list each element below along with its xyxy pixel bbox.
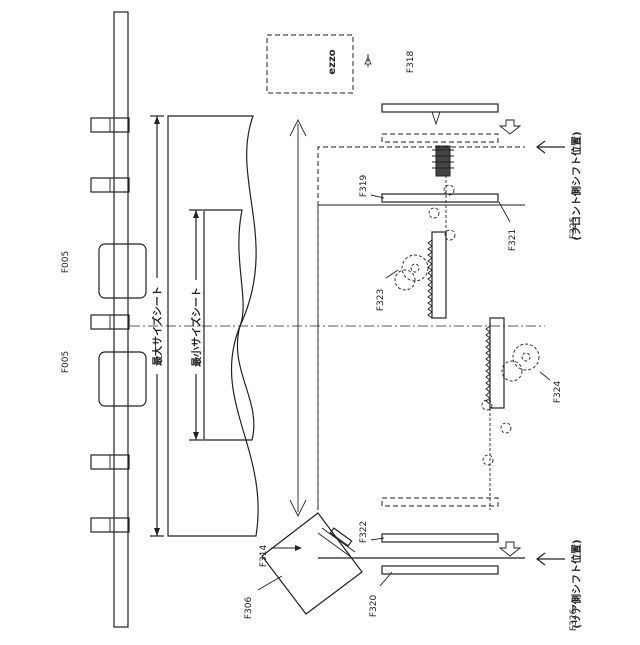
- roller-pair: [91, 315, 129, 329]
- rear-guide-f320: [382, 566, 498, 574]
- label-f319: F319: [359, 175, 369, 198]
- leader-f323: [386, 270, 398, 278]
- roller-pair: [91, 518, 129, 532]
- rear-shift-position-arrow: [537, 553, 565, 565]
- pad-f005-upper: [99, 244, 146, 298]
- label-f322: F322: [359, 521, 369, 543]
- front-clamp-mechanism: [432, 146, 454, 176]
- rear-guide-dashed: [382, 498, 498, 506]
- roller-pair: [91, 455, 129, 469]
- roller-pair: [91, 118, 129, 132]
- label-f318: F318: [406, 51, 416, 74]
- label-f005-lower: F005: [61, 351, 71, 373]
- rear-shift-indicator-arrow: [500, 542, 520, 556]
- label-f321: F321: [508, 229, 518, 251]
- stopper-f314: [318, 528, 355, 557]
- label-f320: F320: [369, 595, 379, 618]
- min-sheet-label: 最小サイズシート: [190, 287, 203, 367]
- leader-f324: [540, 372, 550, 380]
- conveyor-rail: [114, 12, 128, 627]
- pad-f005-lower: [99, 352, 146, 406]
- label-f326: F326: [569, 609, 579, 632]
- front-guide-upper: [382, 104, 498, 124]
- front-rack: [428, 175, 446, 318]
- feed-roller-pairs: [91, 118, 129, 532]
- label-f323: F323: [376, 289, 386, 311]
- sensor-f318-text: ezzo: [327, 49, 338, 74]
- rear-guide-plate-f322: [382, 534, 498, 542]
- label-f314: F314: [259, 545, 269, 568]
- front-shift-indicator-arrow: [500, 120, 520, 134]
- shift-direction-arrow: [290, 120, 306, 516]
- leader-f306: [258, 576, 282, 590]
- rear-rack: [486, 318, 504, 510]
- rotating-unit-f306: [262, 513, 362, 614]
- front-guide-plate-f319: [382, 194, 498, 202]
- label-f324: F324: [553, 381, 563, 404]
- label-f005-upper: F005: [61, 251, 71, 273]
- min-size-sheet: [204, 210, 254, 440]
- front-guide-dashed: [382, 134, 498, 142]
- sensor-f318: ezzo: [267, 35, 371, 93]
- front-shift-position-arrow: [537, 141, 565, 153]
- label-f306: F306: [244, 597, 254, 620]
- roller-pair: [91, 178, 129, 192]
- label-f325: F325: [569, 217, 579, 239]
